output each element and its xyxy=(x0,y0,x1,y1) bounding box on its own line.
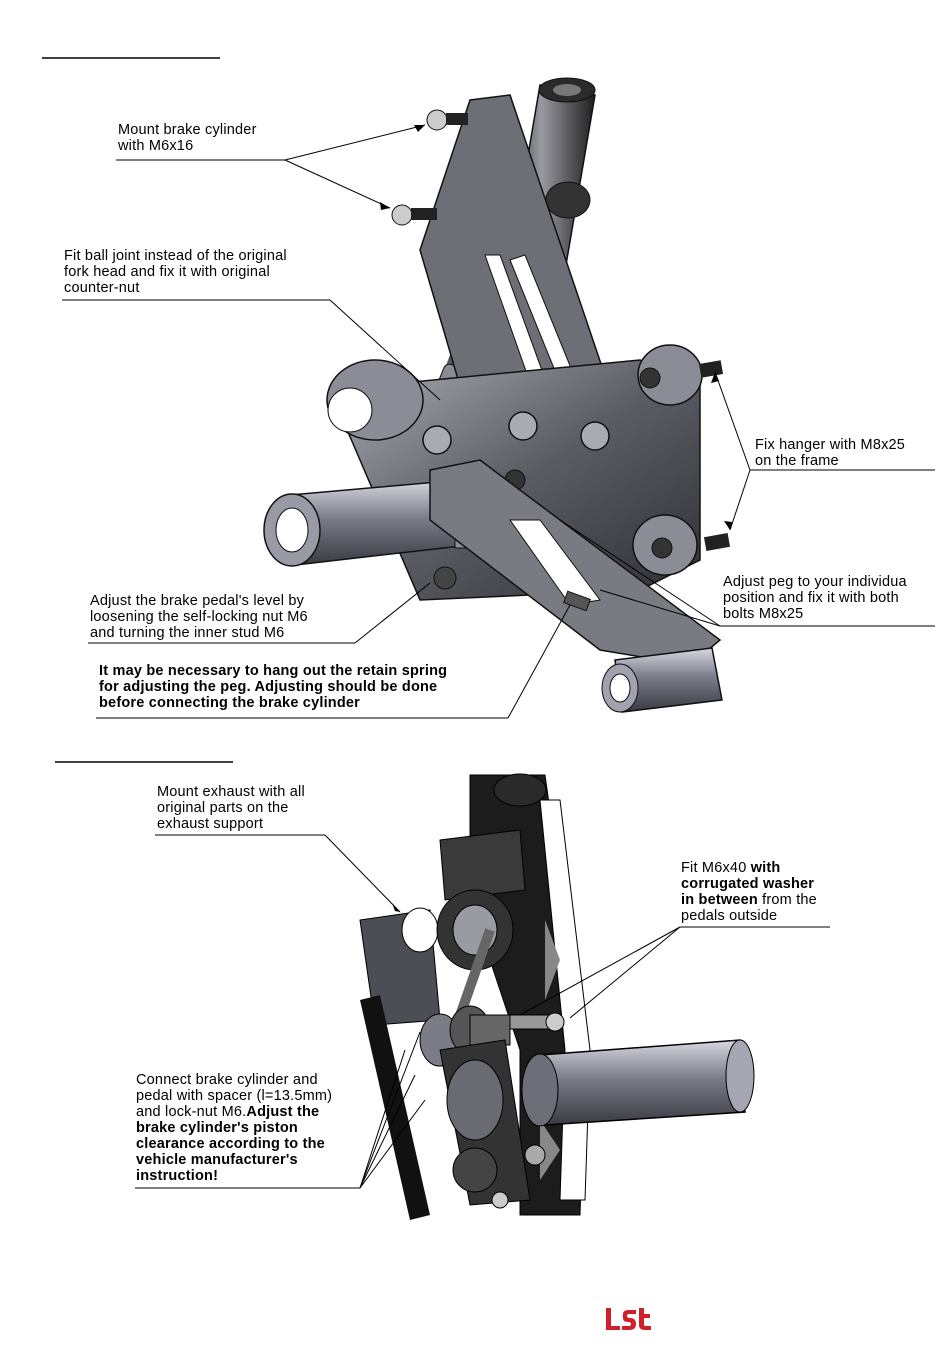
fit-m6x40-text: Fit M6x40 xyxy=(681,860,751,876)
bottom-rearset-drawing xyxy=(359,773,755,1220)
callout-mount-brake-cylinder: Mount brake cylinder with M6x16 xyxy=(118,122,257,154)
callout-adjust-pedal-level: Adjust the brake pedal's level by loosen… xyxy=(90,593,308,641)
callout-adjust-peg: Adjust peg to your individua position an… xyxy=(723,574,907,622)
callout-connect-brake-cylinder: Connect brake cylinder and pedal with sp… xyxy=(136,1072,332,1184)
bottom-leader-lines xyxy=(135,834,830,1189)
callout-fit-m6x40: Fit M6x40 with corrugated washer in betw… xyxy=(681,860,817,924)
connect-bold-text: Adjust the brake cylinder's piston clear… xyxy=(136,1104,325,1184)
callout-ball-joint: Fit ball joint instead of the original f… xyxy=(64,248,287,296)
top-rearset-drawing xyxy=(263,77,731,713)
lsl-logo xyxy=(604,1306,654,1332)
connect-text: Connect brake cylinder and pedal with sp… xyxy=(136,1072,333,1120)
callout-mount-exhaust: Mount exhaust with all original parts on… xyxy=(157,784,305,832)
fit-m6x40-bold-text: with corrugated washer in between xyxy=(681,860,815,908)
lsl-logo-icon xyxy=(606,1308,651,1330)
fit-m6x40-tail-text: from the pedals outside xyxy=(681,892,817,924)
callout-retain-spring-note: It may be necessary to hang out the reta… xyxy=(99,663,448,711)
callout-fix-hanger: Fix hanger with M8x25 on the frame xyxy=(755,437,906,469)
top-leader-lines xyxy=(62,124,935,719)
